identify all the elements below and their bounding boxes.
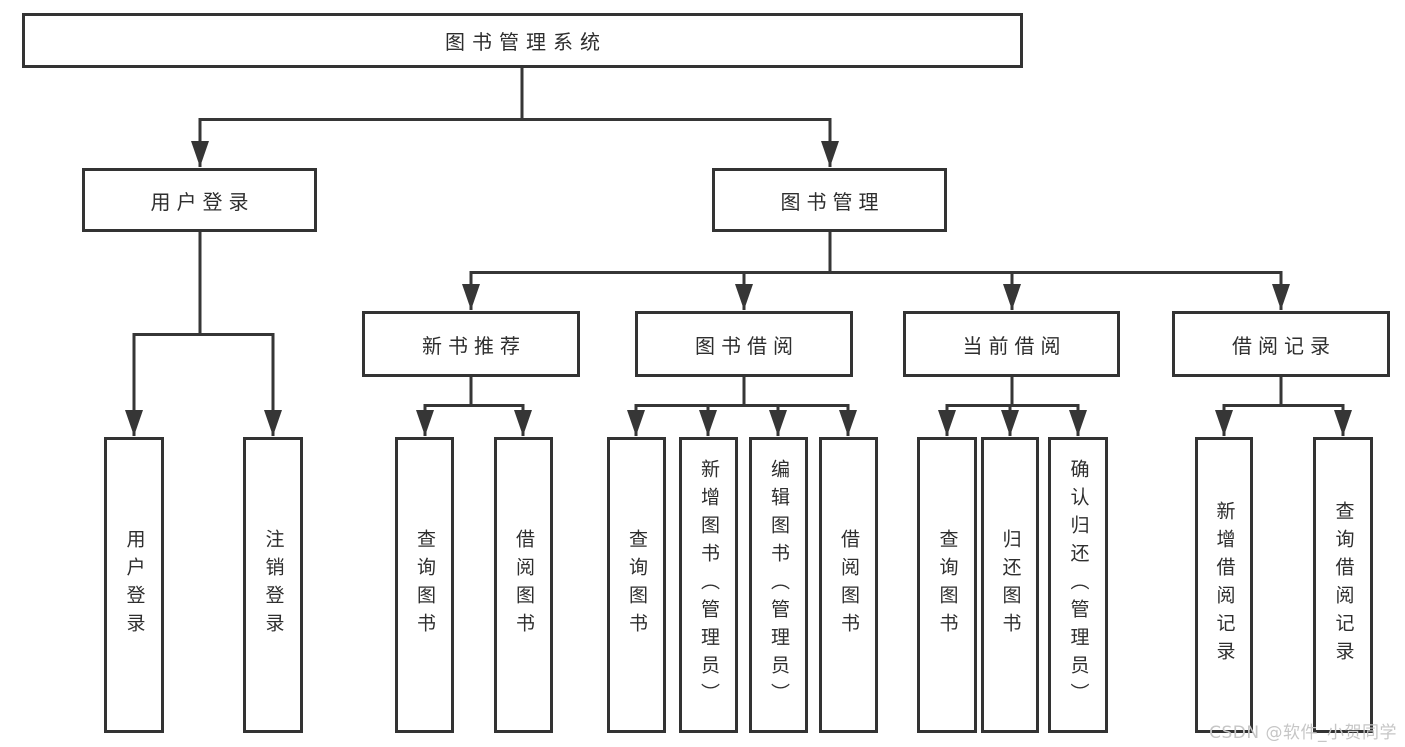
leaf-query-books-borrow-label: 查询图书: [626, 529, 648, 641]
leaf-query-borrow-record: 查询借阅记录: [1313, 437, 1373, 733]
leaf-logout-label: 注销登录: [262, 529, 285, 641]
node-borrowing-records: 借阅记录: [1172, 311, 1390, 377]
leaf-add-borrow-record-label: 新增借阅记录: [1213, 501, 1236, 669]
leaf-add-book-admin: 新增图书（管理员）: [679, 437, 738, 733]
node-current-borrowing: 当前借阅: [903, 311, 1120, 377]
leaf-return-books: 归还图书: [981, 437, 1039, 733]
leaf-borrow-books: 借阅图书: [819, 437, 878, 733]
leaf-query-books-recommend-label: 查询图书: [414, 529, 436, 641]
leaf-query-borrow-record-label: 查询借阅记录: [1332, 501, 1355, 669]
csdn-watermark: CSDN @软件_小贺同学: [1209, 723, 1397, 743]
leaf-user-login-label: 用户登录: [123, 529, 146, 641]
leaf-confirm-return-admin: 确认归还（管理员）: [1048, 437, 1108, 733]
node-user-login: 用户登录: [82, 168, 317, 232]
leaf-add-borrow-record: 新增借阅记录: [1195, 437, 1253, 733]
leaf-edit-book-admin-label: 编辑图书（管理员）: [768, 459, 790, 711]
node-book-management: 图书管理: [712, 168, 947, 232]
leaf-query-books-borrow: 查询图书: [607, 437, 666, 733]
leaf-query-books-current: 查询图书: [917, 437, 977, 733]
leaf-query-books-current-label: 查询图书: [936, 529, 959, 641]
leaf-add-book-admin-label: 新增图书（管理员）: [698, 459, 720, 711]
leaf-borrow-books-recommend-label: 借阅图书: [513, 529, 535, 641]
leaf-user-login: 用户登录: [104, 437, 164, 733]
leaf-edit-book-admin: 编辑图书（管理员）: [749, 437, 808, 733]
leaf-query-books-recommend: 查询图书: [395, 437, 454, 733]
leaf-logout: 注销登录: [243, 437, 303, 733]
node-book-borrowing: 图书借阅: [635, 311, 853, 377]
leaf-borrow-books-recommend: 借阅图书: [494, 437, 553, 733]
node-library-management-system: 图书管理系统: [22, 13, 1023, 68]
leaf-borrow-books-label: 借阅图书: [838, 529, 860, 641]
node-new-book-recommendation: 新书推荐: [362, 311, 580, 377]
leaf-confirm-return-admin-label: 确认归还（管理员）: [1067, 459, 1090, 711]
leaf-return-books-label: 归还图书: [999, 529, 1022, 641]
